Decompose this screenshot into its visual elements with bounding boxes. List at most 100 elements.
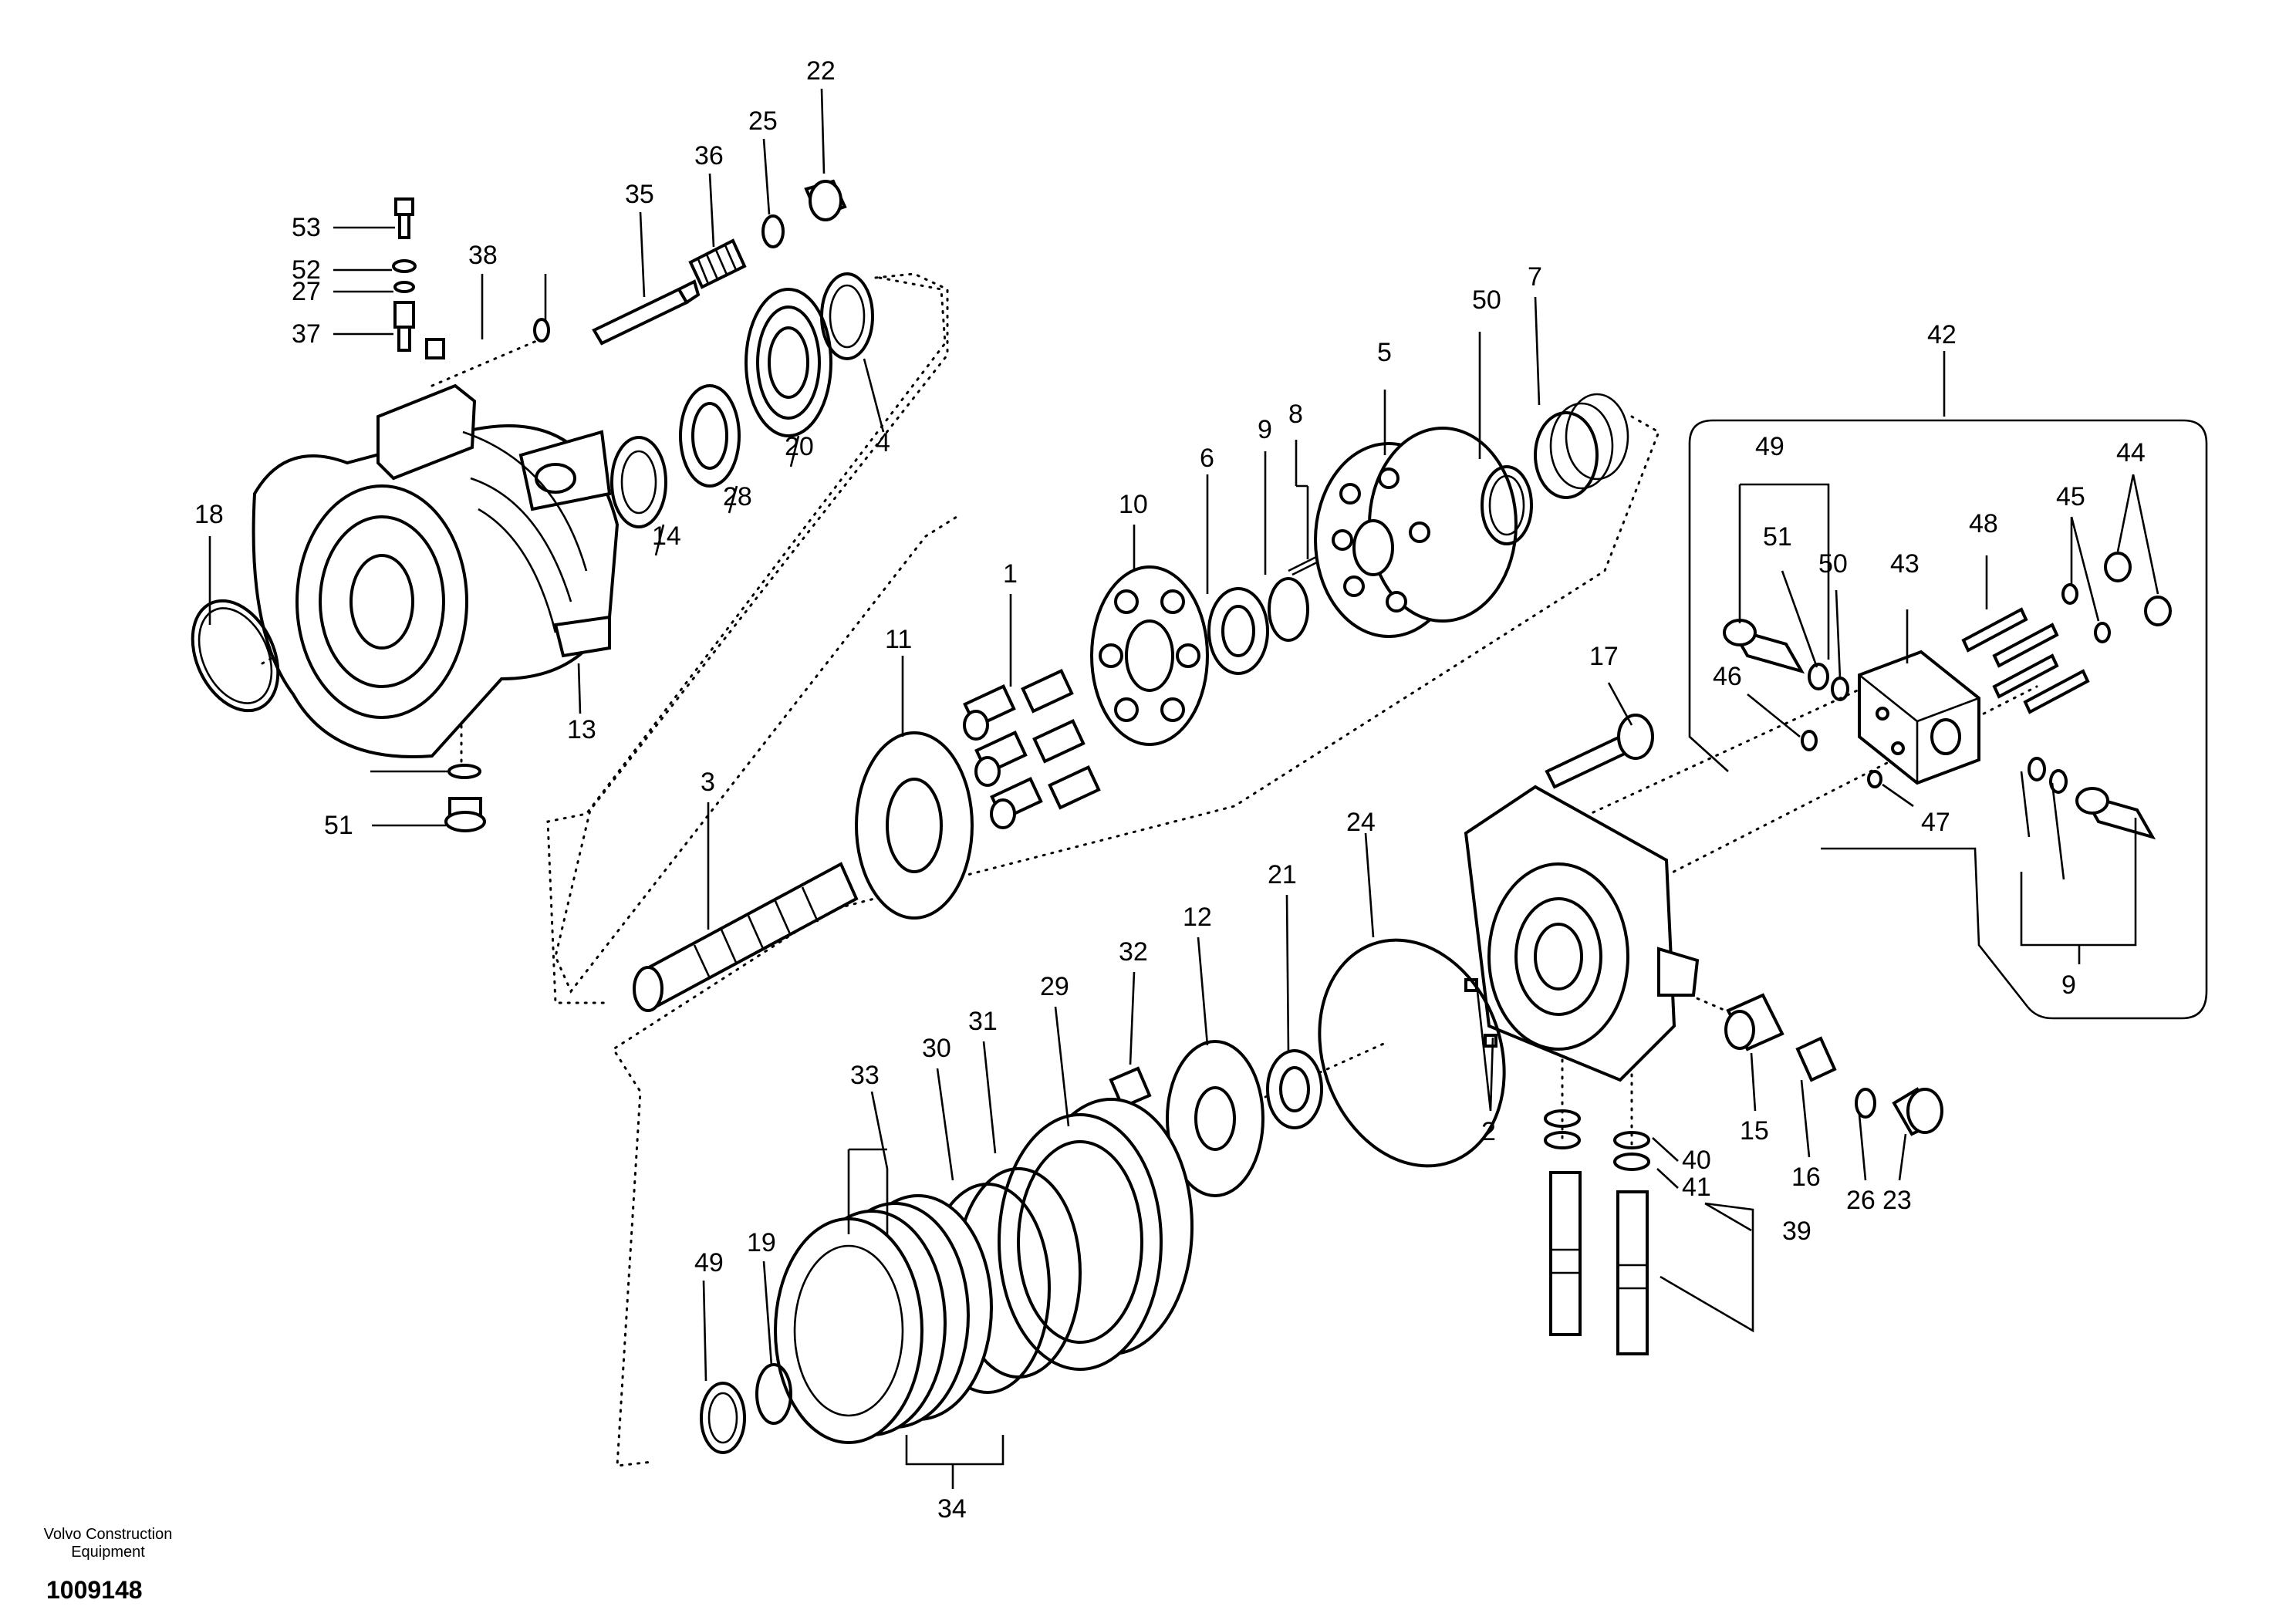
callout-27-a: 27 xyxy=(292,277,321,306)
retainer-plate-part-10 xyxy=(1090,565,1209,746)
callout-2: 2 xyxy=(1481,1117,1496,1146)
cylinder-block-part-5 xyxy=(1314,427,1518,638)
callout-37: 37 xyxy=(292,319,321,349)
ring-part-19 xyxy=(755,1363,792,1425)
o-ring-part-24 xyxy=(1318,938,1506,1168)
snap-ring-part-18 xyxy=(191,599,280,713)
callout-30: 30 xyxy=(922,1034,951,1063)
ring-part-14 xyxy=(610,436,667,528)
valve-block-part-43 xyxy=(1858,650,1980,785)
spring-part-36 xyxy=(688,238,747,289)
plug-part-38 xyxy=(425,338,445,359)
manufacturer-line-1: Volvo Construction xyxy=(44,1526,173,1543)
callout-33: 33 xyxy=(850,1061,880,1090)
callout-50-a: 50 xyxy=(1818,549,1848,579)
plug-part-22-upper xyxy=(804,179,847,221)
callout-19: 19 xyxy=(747,1228,776,1257)
callout-11: 11 xyxy=(885,625,912,654)
valve-part-15 xyxy=(1724,993,1784,1051)
callout-42: 42 xyxy=(1927,320,1957,349)
axis-line-valve xyxy=(1530,677,1884,842)
callout-9-c: 49 xyxy=(694,1248,724,1277)
plug-part-22-lower xyxy=(444,797,486,832)
bushing-part-6 xyxy=(1207,587,1269,675)
ring-part-9-right xyxy=(1481,465,1533,545)
bearing-part-28 xyxy=(679,384,741,488)
callout-51-a: 51 xyxy=(1763,522,1792,552)
o-rings-part-45-46-47 xyxy=(1801,583,2111,788)
brake-piston-part-29 xyxy=(998,1098,1194,1371)
callout-22-a: 22 xyxy=(806,56,836,86)
piston-set-part-1 xyxy=(963,669,1101,829)
plugs-part-44 xyxy=(2104,552,2172,626)
o-ring-part-25-lower xyxy=(447,764,481,779)
callout-7: 7 xyxy=(1528,262,1542,292)
swash-plate-part-11 xyxy=(855,731,974,920)
callout-26: 26 xyxy=(1846,1186,1876,1215)
callout-36: 36 xyxy=(694,141,724,170)
bolts-part-48 xyxy=(1961,607,2090,714)
callout-6: 6 xyxy=(1200,444,1214,473)
callout-41: 41 xyxy=(1682,1173,1711,1202)
callout-48: 48 xyxy=(1969,509,1998,538)
shafts-part-39 xyxy=(1549,1171,1649,1355)
callout-35: 35 xyxy=(625,180,654,209)
callout-22-b: 51 xyxy=(324,811,353,840)
ring-part-26 xyxy=(1855,1088,1876,1119)
callout-49-a: 49 xyxy=(1755,432,1784,461)
valve-assembly-bracket-42-left xyxy=(1688,419,1729,772)
callout-43: 43 xyxy=(1890,549,1920,579)
o-rings-part-40-41 xyxy=(1544,1109,1650,1171)
o-ring-part-25-upper xyxy=(761,214,785,248)
callout-1: 1 xyxy=(1003,559,1018,589)
plug-part-23 xyxy=(1892,1087,1943,1136)
document-number: 1009148 xyxy=(46,1576,143,1604)
valve-cover-housing xyxy=(1464,785,1700,1082)
o-rings-part-50-51 xyxy=(1808,663,2068,794)
callout-14: 14 xyxy=(652,521,681,551)
housing-part-13 xyxy=(252,383,620,758)
callout-8: 8 xyxy=(1288,400,1303,429)
callout-10: 10 xyxy=(1119,490,1148,519)
callout-17: 17 xyxy=(1589,642,1619,671)
callout-25-a: 25 xyxy=(748,106,778,136)
callout-45: 45 xyxy=(2056,482,2085,511)
callout-3: 3 xyxy=(701,768,715,797)
callout-40: 40 xyxy=(1682,1146,1711,1175)
callout-44: 44 xyxy=(2116,438,2146,467)
bolt-stack-53-52-27-37 xyxy=(392,197,417,352)
spring-part-16 xyxy=(1795,1036,1837,1082)
shaft-part-3 xyxy=(633,862,859,1012)
axis-line-port xyxy=(430,338,542,387)
o-ring-part-27-upper xyxy=(533,318,550,343)
plate-part-12 xyxy=(1166,1040,1264,1197)
callout-29: 29 xyxy=(1040,972,1069,1001)
callout-13: 13 xyxy=(567,715,596,744)
valve-assembly-bracket-42 xyxy=(1713,419,2208,1020)
callout-31: 31 xyxy=(968,1007,998,1036)
friction-plates-part-33-34 xyxy=(774,1194,993,1444)
callout-labels: 53 52 27 37 38 35 36 25 22 14 28 20 4 18… xyxy=(194,56,2146,1524)
callout-38: 38 xyxy=(468,241,498,270)
callout-24: 24 xyxy=(1346,808,1376,837)
relief-valve-part-49-left xyxy=(1723,619,1805,674)
assembly-boundary-upper xyxy=(554,272,958,994)
callout-47: 47 xyxy=(1921,808,1950,837)
leader-lines xyxy=(208,88,2159,1489)
callout-49-b: 9 xyxy=(2061,970,2076,1000)
callout-28: 28 xyxy=(723,482,752,511)
callout-9-a: 9 xyxy=(1258,415,1272,444)
callout-9-b: 50 xyxy=(1472,285,1501,315)
callout-34: 34 xyxy=(937,1494,967,1524)
callout-18: 18 xyxy=(194,500,224,529)
manufacturer-line-2: Equipment xyxy=(71,1544,145,1561)
bearing-part-20 xyxy=(745,288,832,437)
callout-16: 16 xyxy=(1791,1163,1821,1192)
spring-part-7 xyxy=(1534,393,1629,499)
callout-39: 39 xyxy=(1782,1217,1811,1246)
axis-line-relief xyxy=(1688,994,1745,1020)
ring-part-9-lower xyxy=(700,1382,746,1454)
pin-part-35 xyxy=(592,279,701,346)
callout-20: 20 xyxy=(785,432,814,461)
